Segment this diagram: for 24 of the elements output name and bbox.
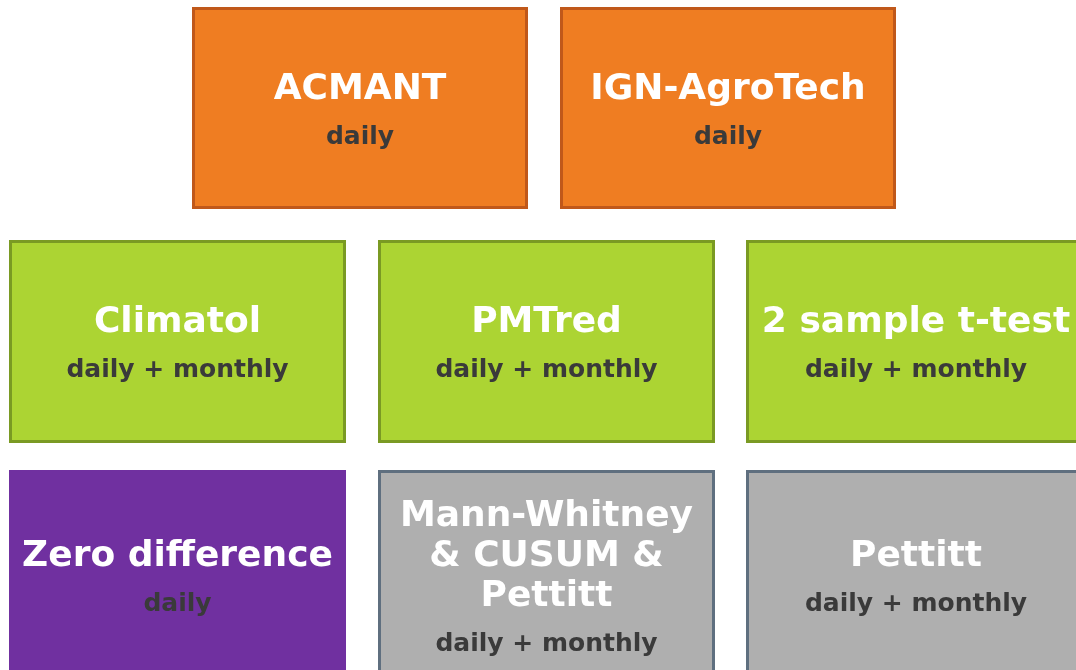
- resolution-text: daily: [693, 120, 763, 150]
- method-heading: Pettitt: [849, 533, 983, 574]
- method-heading: Mann-Whitney & CUSUM & Pettitt: [398, 493, 695, 614]
- resolution-text: daily: [325, 120, 395, 150]
- method-box: [9, 470, 346, 670]
- method-heading: PMTred: [470, 300, 623, 340]
- method-heading: Climatol: [92, 300, 263, 340]
- method-heading: Zero difference: [21, 533, 334, 574]
- resolution-text: daily + monthly: [435, 354, 658, 383]
- method-heading: IGN-AgroTech: [589, 66, 867, 107]
- method-box: [9, 240, 346, 443]
- method-heading: ACMANT: [272, 66, 448, 107]
- method-box: [746, 470, 1076, 670]
- resolution-text: daily + monthly: [435, 627, 658, 657]
- method-box: [560, 7, 896, 209]
- method-box: [746, 240, 1076, 443]
- resolution-text: daily + monthly: [804, 587, 1028, 617]
- method-box: [378, 470, 715, 670]
- method-heading: 2 sample t-test: [760, 300, 1072, 340]
- method-box: [378, 240, 715, 443]
- resolution-text: daily: [143, 587, 212, 617]
- resolution-text: daily + monthly: [804, 354, 1028, 383]
- method-box: [192, 7, 528, 209]
- resolution-text: daily + monthly: [66, 354, 289, 383]
